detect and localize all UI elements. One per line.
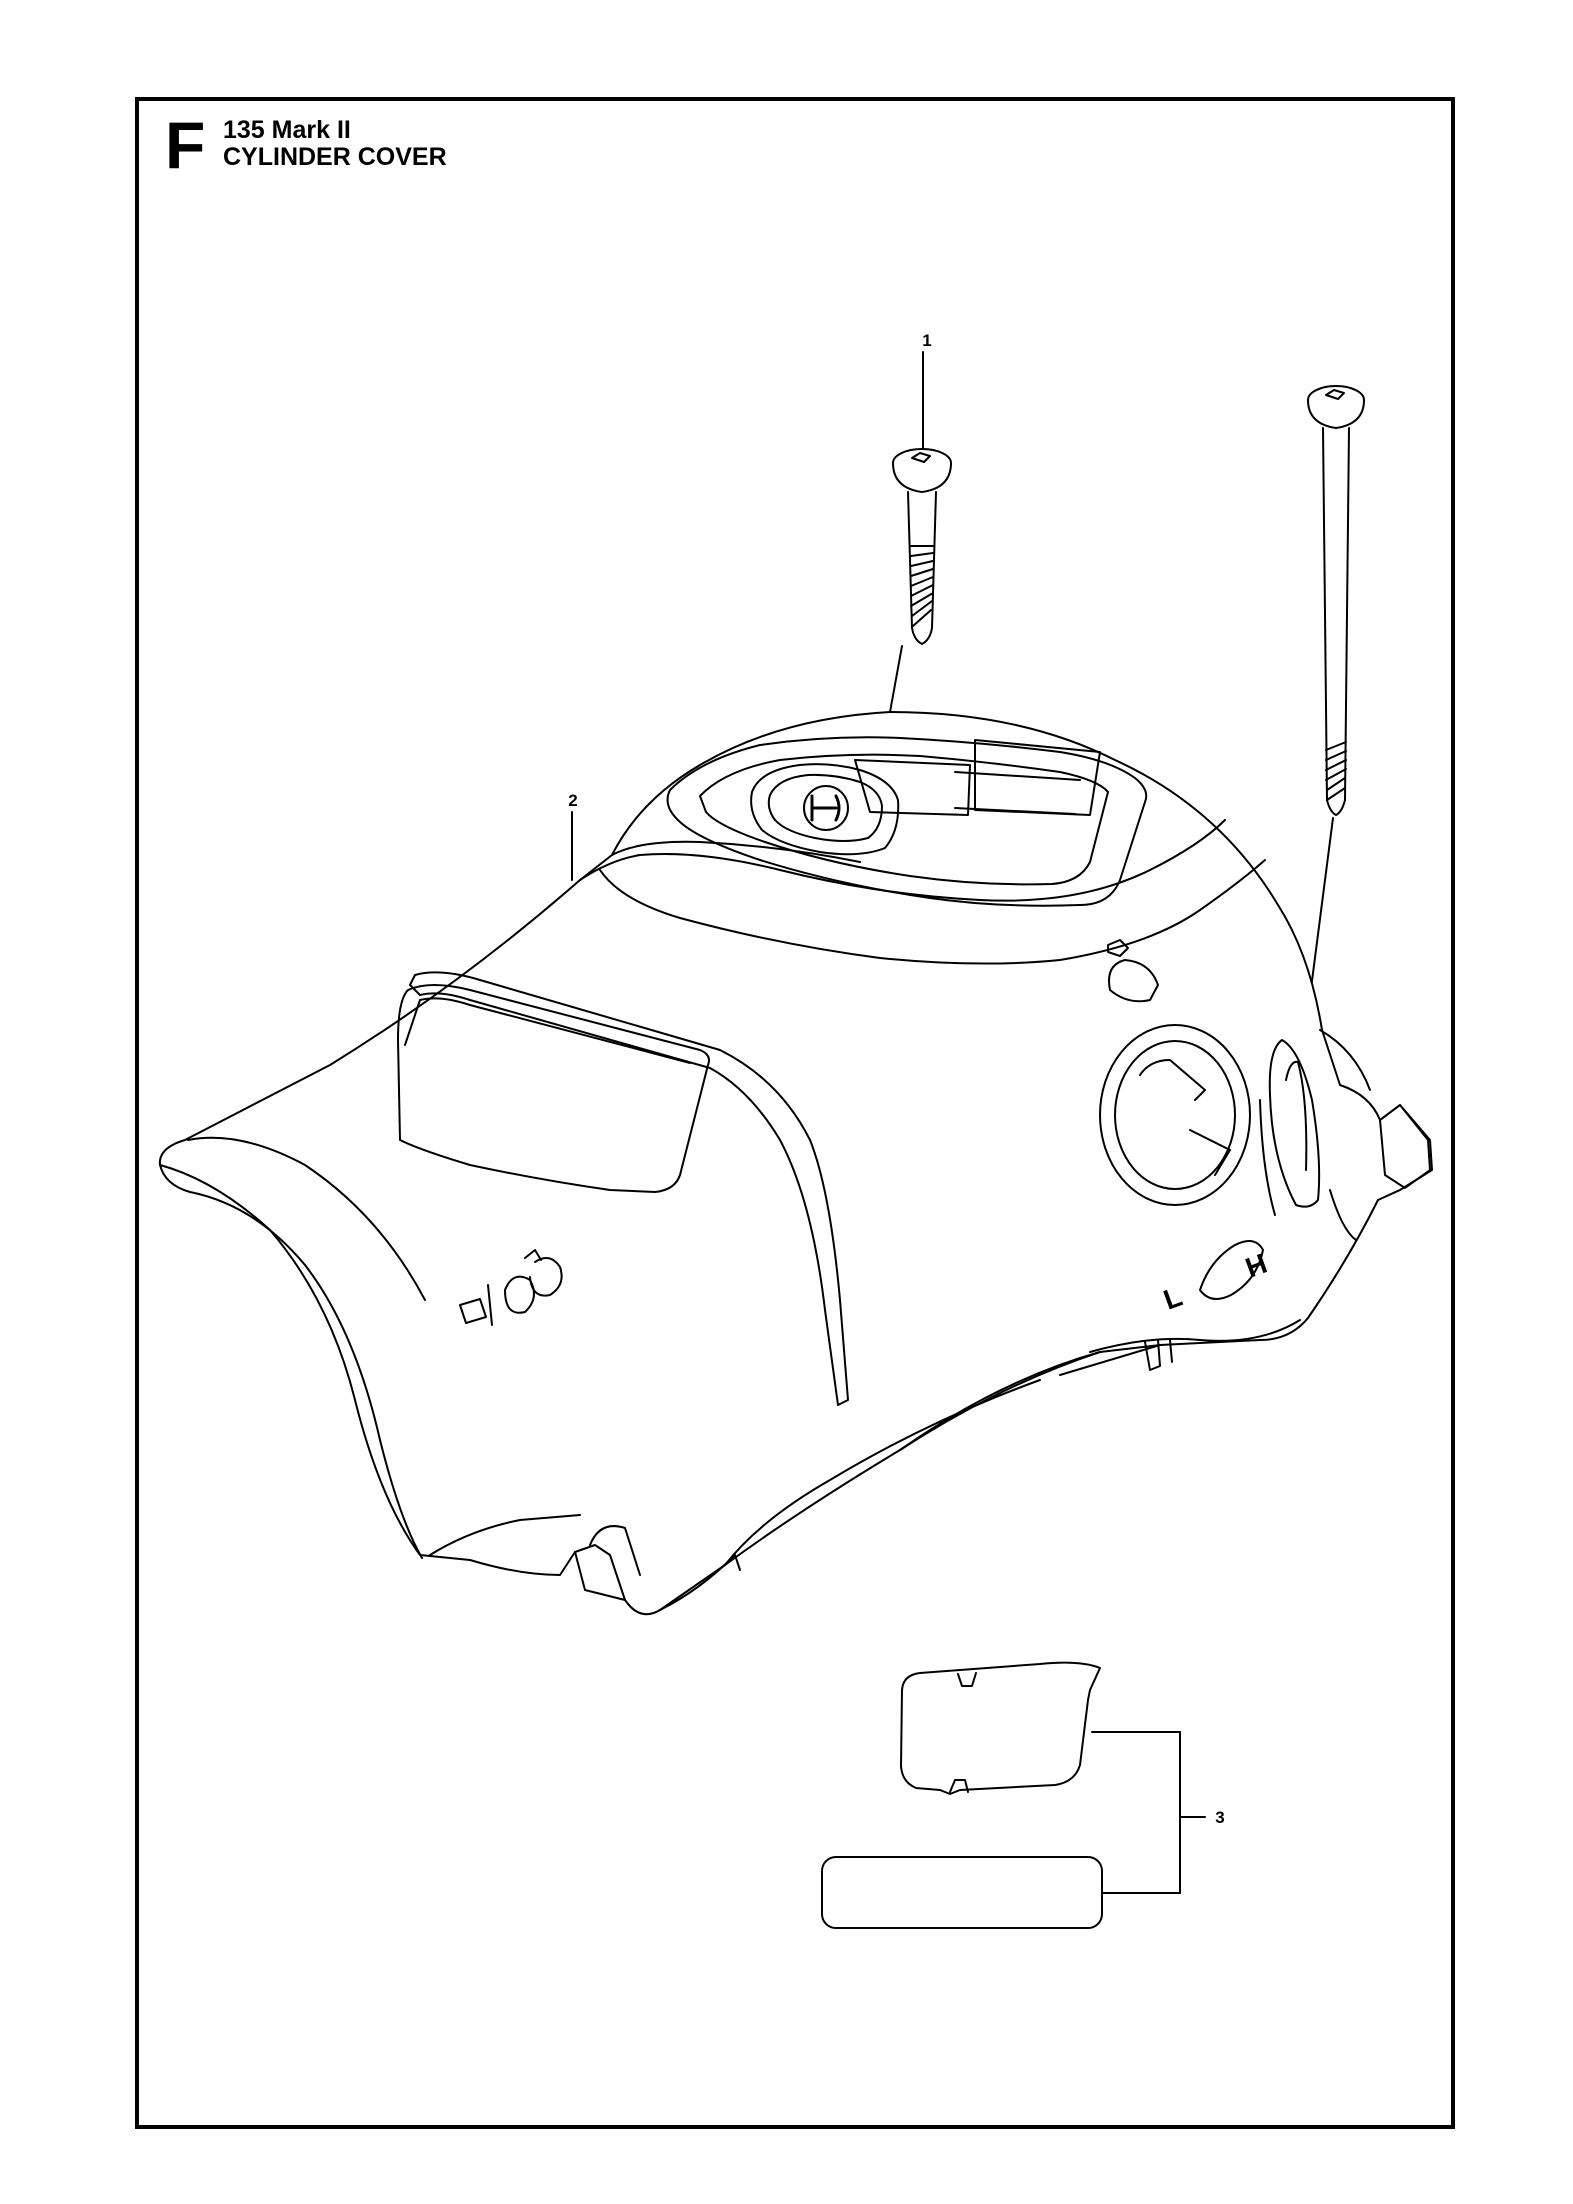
section-letter: F bbox=[165, 108, 206, 182]
model-name: 135 Mark II bbox=[223, 116, 351, 144]
callout-label-2: 2 bbox=[568, 791, 577, 810]
diagram-title: CYLINDER COVER bbox=[223, 143, 447, 171]
callout-label-1: 1 bbox=[922, 331, 931, 350]
callout-label-3: 3 bbox=[1215, 1808, 1224, 1827]
screw-1[interactable] bbox=[892, 448, 952, 645]
screw-2[interactable] bbox=[1307, 385, 1365, 816]
cylinder-cover[interactable] bbox=[158, 711, 1433, 1616]
page-frame bbox=[135, 97, 1455, 2129]
leader-bracket-3 bbox=[1091, 1731, 1206, 1894]
label-decal-lower[interactable] bbox=[821, 1856, 1103, 1929]
lh-symbol bbox=[1199, 1240, 1264, 1300]
leader-line-1-lower bbox=[889, 645, 903, 713]
label-decal-upper[interactable] bbox=[900, 1661, 1101, 1795]
choke-symbol bbox=[459, 1249, 563, 1326]
